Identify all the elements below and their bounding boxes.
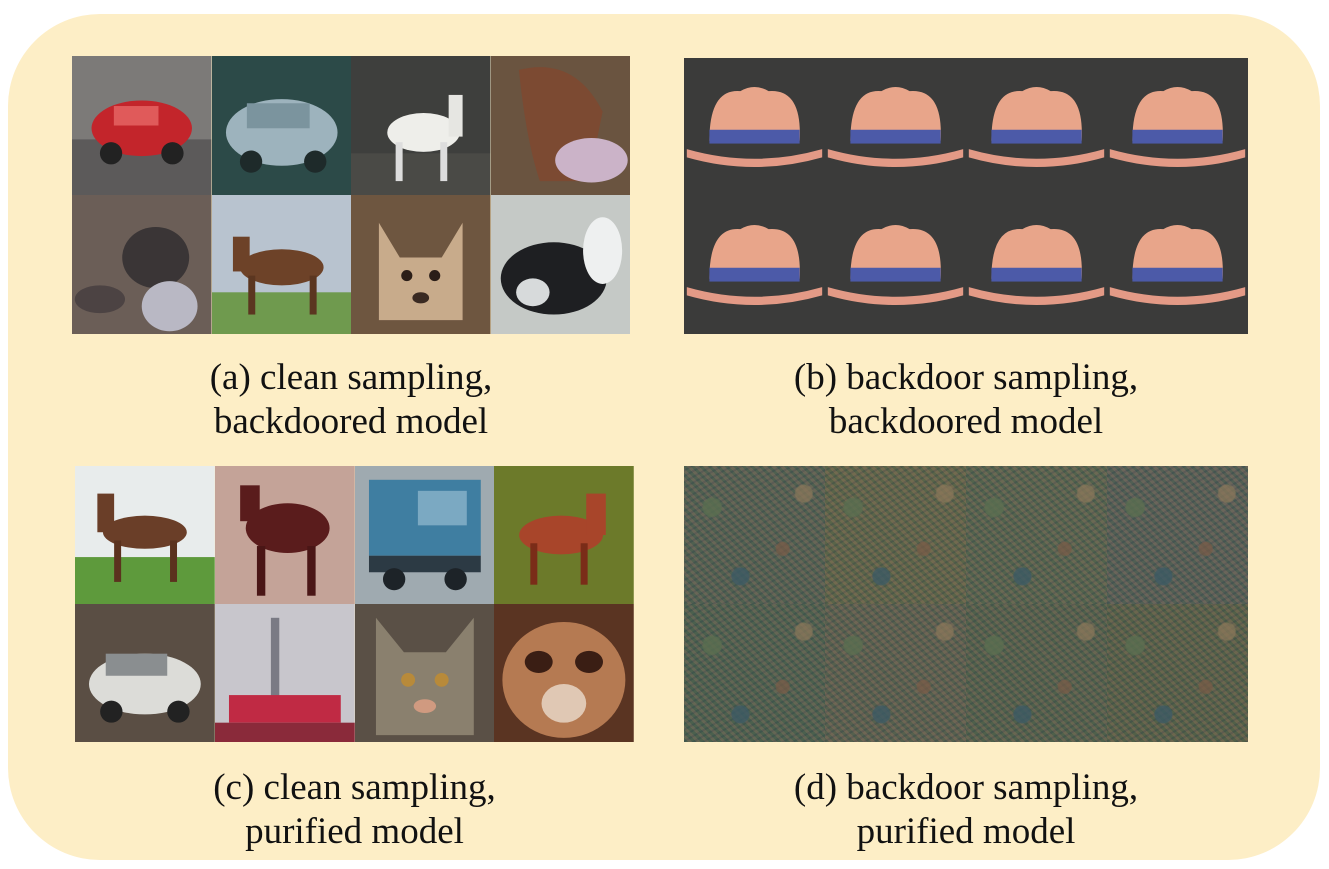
sample-image-silver-car [211,56,351,195]
trigger-hat-image [684,196,825,334]
sample-image-black-white-cat [490,195,630,334]
caption-a-line2: backdoored model [213,401,489,442]
caption-c-line1: (c) clean sampling, [213,767,496,808]
sample-grid-b [684,58,1248,334]
sample-image-white-car [75,604,215,742]
trigger-hat-image [684,58,825,196]
sample-image-brown-horse [211,195,351,334]
trigger-hat-image [825,58,966,196]
sample-image-red-car [72,56,212,195]
sample-image-fox-dog [351,195,491,334]
caption-a: (a) clean sampling, backdoored model [72,356,630,444]
noisy-sample-image [1107,466,1248,604]
sample-image-deer [214,466,355,604]
caption-b-line2: backdoored model [828,401,1104,442]
sample-image-running-horse [75,466,215,604]
sample-image-horse-head [490,56,630,195]
caption-c: (c) clean sampling, purified model [75,766,634,854]
noisy-sample-image [966,604,1107,742]
caption-a-line1: (a) clean sampling, [209,357,493,398]
trigger-hat-image [966,58,1107,196]
caption-d-line2: purified model [856,811,1076,852]
trigger-hat-image [825,196,966,334]
caption-d-line1: (d) backdoor sampling, [793,767,1139,808]
noisy-sample-image [825,604,966,742]
sample-grid-c [75,466,634,742]
sample-grid-a [72,56,630,334]
noisy-sample-image [966,466,1107,604]
sample-image-white-horse [351,56,491,195]
sample-image-blue-truck [354,466,495,604]
trigger-hat-image [1107,196,1248,334]
trigger-hat-image [1107,58,1248,196]
sample-image-red-boat [214,604,355,742]
trigger-hat-image [966,196,1107,334]
noisy-sample-image [684,466,825,604]
caption-b-line1: (b) backdoor sampling, [793,357,1139,398]
noisy-sample-image [825,466,966,604]
sample-grid-d [684,466,1248,742]
sample-image-red-horse [494,466,634,604]
noisy-sample-image [684,604,825,742]
sample-image-cat-face [494,604,634,742]
caption-d: (d) backdoor sampling, purified model [684,766,1248,854]
noisy-sample-image [1107,604,1248,742]
caption-c-line2: purified model [245,811,464,852]
caption-b: (b) backdoor sampling, backdoored model [684,356,1248,444]
sample-image-tabby-cat [354,604,495,742]
sample-image-dark-cat [72,195,212,334]
